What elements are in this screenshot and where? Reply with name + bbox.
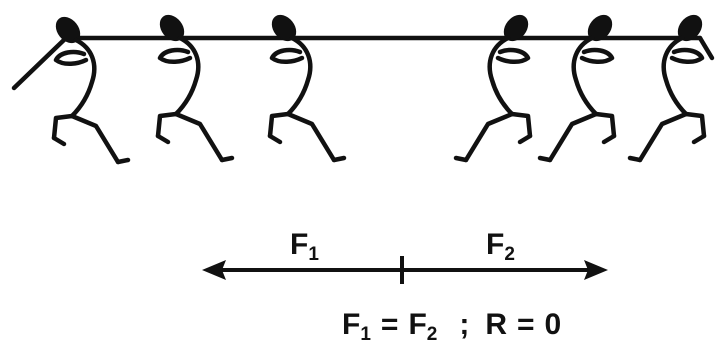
left-puller-2 <box>156 11 232 160</box>
left-puller-1 <box>52 13 128 162</box>
force-label-right: F2 <box>486 228 515 265</box>
eq-rhs-subscript: 2 <box>427 324 438 345</box>
eq-result-symbol: R <box>485 308 507 341</box>
left-puller-3 <box>268 11 344 160</box>
right-puller-3 <box>630 11 706 160</box>
eq-rhs-symbol: F <box>408 308 426 341</box>
eq-equals: = <box>381 308 399 341</box>
equilibrium-equation: F1=F2;R=0 <box>342 308 561 345</box>
force-axis <box>202 256 608 284</box>
left-team <box>52 11 344 162</box>
right-team <box>456 11 706 160</box>
eq-separator: ; <box>459 308 469 341</box>
force-label-left: F1 <box>290 228 319 265</box>
eq-result-equals: = <box>517 308 535 341</box>
eq-lhs-symbol: F <box>342 308 360 341</box>
eq-result-value: 0 <box>545 308 562 341</box>
eq-lhs-subscript: 1 <box>360 324 371 345</box>
right-puller-2 <box>540 11 616 160</box>
right-puller-1 <box>456 11 532 160</box>
